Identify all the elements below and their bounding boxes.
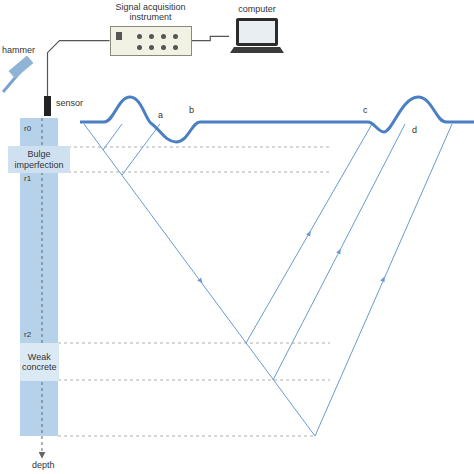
wave-path <box>122 124 160 175</box>
part-label: hammer <box>1 46 36 56</box>
level-line <box>58 380 330 381</box>
panel-knob <box>173 45 178 50</box>
level-lines <box>58 147 330 436</box>
computer-icon: computer <box>226 4 288 55</box>
panel-knob <box>137 34 142 39</box>
panel-display <box>116 32 122 40</box>
panel-knob <box>161 45 166 50</box>
level-line <box>58 343 330 344</box>
level-line <box>62 147 330 148</box>
laptop-screen <box>236 18 278 46</box>
panel-knob <box>137 45 142 50</box>
level-line <box>62 172 330 173</box>
wave-path <box>273 124 405 380</box>
point-label: c <box>362 106 369 116</box>
laptop-icon <box>229 17 285 55</box>
signal-cable <box>192 36 230 40</box>
signal-trace <box>80 97 474 142</box>
pile-band: Weak concrete <box>20 343 59 381</box>
radius-label: r1 <box>23 175 32 184</box>
node-label: sensor <box>56 98 83 108</box>
instrument-panel <box>110 26 192 56</box>
pile-band: Bulge imperfection <box>8 146 70 173</box>
wave-arrow <box>339 251 341 252</box>
wave-arrow <box>200 280 201 281</box>
point-label: d <box>411 126 418 136</box>
wave-paths <box>84 124 452 436</box>
wave-path <box>84 124 452 436</box>
band-label: Weak concrete <box>22 352 57 373</box>
wave-arrow <box>309 233 311 234</box>
wave-arrow <box>383 279 385 280</box>
signal-cable <box>48 41 110 96</box>
point-label: a <box>157 111 164 121</box>
laptop-base <box>230 47 284 53</box>
hammer-head <box>9 55 34 78</box>
band-label: Bulge imperfection <box>10 149 68 170</box>
level-line <box>58 436 315 437</box>
radius-label: r0 <box>23 125 32 134</box>
node-label: Signal acquisition instrument <box>103 2 198 23</box>
hammer-symbol <box>3 55 33 92</box>
panel-knob <box>149 34 154 39</box>
panel-knob <box>173 34 178 39</box>
wave-path <box>103 124 122 150</box>
point-label: b <box>188 106 195 116</box>
axis-label: depth <box>31 461 56 471</box>
sensor-box: sensor <box>44 96 104 116</box>
node-label: computer <box>226 4 288 14</box>
sensor-body <box>44 96 51 116</box>
radius-label: r2 <box>23 331 32 340</box>
panel-knob <box>161 34 166 39</box>
panel-knob <box>149 45 154 50</box>
instrument-box: Signal acquisition instrument <box>103 2 198 56</box>
laptop-display <box>239 21 275 43</box>
